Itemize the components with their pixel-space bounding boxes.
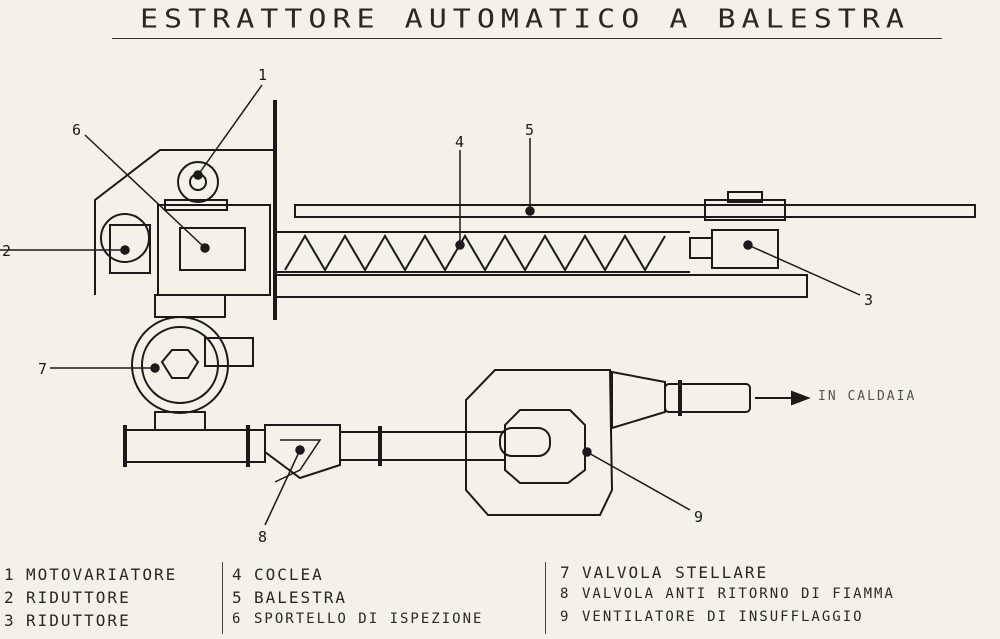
callout-7: 7 (38, 360, 47, 378)
legend-separator-1 (222, 562, 223, 634)
legend-item-8: 8Valvola anti ritorno di fiamma (560, 586, 895, 602)
legend-item-7: 7Valvola stellare (560, 563, 769, 582)
drawing-title: Estrattore Automatico a Balestra (140, 4, 910, 35)
callout-4: 4 (455, 133, 464, 151)
callout-2: 2 (2, 242, 11, 260)
transport-pipe (124, 429, 266, 463)
screw-trough (274, 274, 808, 298)
arrow-to-boiler (755, 390, 811, 406)
legend-item-4: 4Coclea (232, 565, 324, 584)
legend-item-9: 9Ventilatore di insufflaggio (560, 609, 864, 625)
reducer-2 (100, 213, 150, 263)
callout-6: 6 (72, 121, 81, 139)
destination-label: In caldaia (818, 389, 917, 404)
legend-separator-2 (545, 562, 546, 634)
reducer-3 (711, 229, 779, 269)
outlet-cone (611, 370, 666, 430)
callout-1: 1 (258, 66, 267, 84)
screw-coclea-4 (284, 234, 666, 272)
inspection-door-6 (179, 227, 246, 271)
callout-9: 9 (694, 508, 703, 526)
gearbox-housing (157, 204, 271, 296)
spring-bar-5 (294, 204, 976, 218)
legend-item-6: 6Sportello di ispezione (232, 611, 484, 627)
legend-item-1: 1Motovariatore (4, 565, 178, 584)
legend-item-5: 5Balestra (232, 588, 348, 607)
mechanical-diagram: 1 2 3 4 5 6 7 8 9 (0, 66, 976, 546)
callout-3: 3 (864, 291, 873, 309)
legend-item-3: 3Riduttore (4, 611, 131, 630)
legend-item-2: 2Riduttore (4, 588, 131, 607)
title-underline (112, 38, 942, 39)
callout-8: 8 (258, 528, 267, 546)
motovariator-1 (177, 161, 219, 203)
callout-5: 5 (525, 121, 534, 139)
leader-lines (0, 84, 861, 526)
backfire-valve-8 (264, 424, 341, 480)
blower-9 (465, 369, 614, 516)
